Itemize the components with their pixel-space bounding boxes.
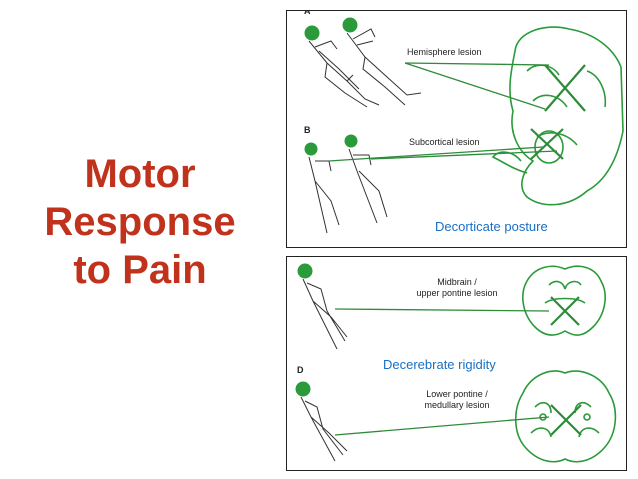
slide-title: Motor Response to Pain [20,150,260,294]
patient-figure-a2 [342,17,422,106]
lower-pontine-label-line-2: medullary lesion [424,400,490,410]
midbrain-label-line-2: upper pontine lesion [416,288,498,298]
patient-figure-b1 [304,142,340,234]
title-line-2: Response [44,200,236,244]
subcortical-lesion-label: Subcortical lesion [409,137,480,147]
decerebrate-caption: Decerebrate rigidity [383,357,496,372]
lesion-x-markers-bottom [550,296,582,436]
patient-figure-a1 [304,25,380,108]
brain-coronal-section [491,26,624,206]
lower-pontine-label-line-1: Lower pontine / [426,389,488,399]
lesion-x-markers [530,64,586,160]
midbrain-label-line-1: Midbrain / [437,277,477,287]
patient-figure-d [295,381,348,462]
decorticate-caption: Decorticate posture [435,219,548,234]
title-line-3: to Pain [73,248,207,292]
decerebrate-panel: Midbrain / upper pontine lesion Decerebr… [286,256,627,471]
lower-pontine-lesion-label: Lower pontine / medullary lesion [397,389,517,411]
panel-letter-d: D [297,365,304,375]
hemisphere-lesion-label: Hemisphere lesion [407,47,482,57]
panel-letter-a: A [304,10,311,16]
decorticate-illustration: B [304,17,624,234]
medulla-section [514,370,617,463]
midbrain-section [522,265,606,336]
patient-figure-b2 [344,134,388,224]
midbrain-lesion-label: Midbrain / upper pontine lesion [397,277,517,299]
patient-figure-c [297,263,348,350]
title-line-1: Motor [84,152,196,196]
lesion-pointer-lines-bottom [334,308,550,436]
decorticate-panel: B A Hemisphere l [286,10,627,248]
decerebrate-illustration [295,263,617,463]
lesion-pointer-lines [328,62,558,162]
panel-letter-b: B [304,125,311,135]
